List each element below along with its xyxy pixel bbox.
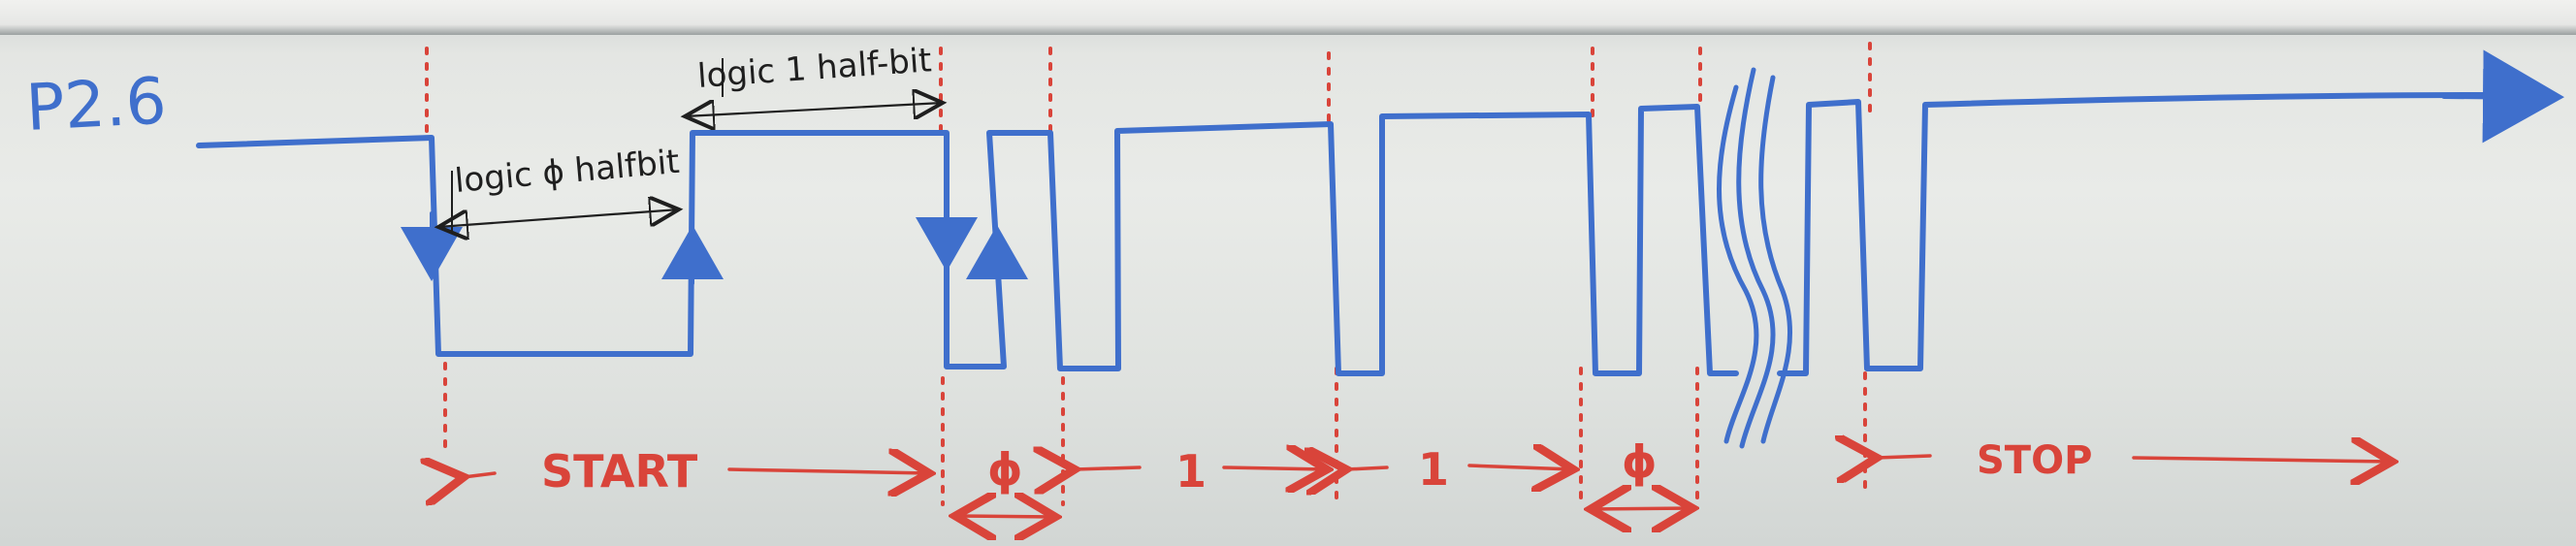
bit-labels	[464, 456, 2392, 517]
bit3-arrow-right	[1467, 466, 1573, 469]
waveform-trace-after-break	[1777, 92, 2496, 376]
logic1-halfbit-arrow	[685, 103, 943, 116]
waveform	[196, 49, 2564, 376]
bit2-arrow-right	[1222, 467, 1327, 469]
logic1-halfbit-label: logic 1 half-bit	[696, 41, 933, 96]
bit2-arrow-left	[1075, 467, 1142, 469]
logic0-halfbit-arrow	[438, 209, 679, 227]
bit4-width-arrow	[1591, 508, 1692, 509]
start-arrow-left	[464, 473, 497, 477]
bit4-label: ϕ	[1622, 435, 1658, 488]
start-label: START	[541, 445, 698, 498]
bit2-label: 1	[1175, 445, 1207, 498]
whiteboard-frame	[0, 0, 2576, 35]
waveform-trace	[196, 104, 1739, 376]
stop-label: STOP	[1977, 438, 2092, 483]
bit-boundary-markers	[425, 42, 1872, 506]
stop-arrow-right	[2132, 458, 2392, 462]
bit-label-text: START ϕ 1 1 ϕ STOP	[541, 435, 2092, 498]
start-arrow-right	[727, 469, 929, 473]
bit3-label: 1	[1418, 443, 1449, 496]
logic0-halfbit-label: logic ϕ halfbit	[453, 143, 681, 201]
signal-label: P2.6	[24, 64, 169, 145]
halfbit-annotations	[438, 58, 943, 233]
bit1-width-arrow	[955, 516, 1055, 517]
bit3-arrow-left	[1346, 467, 1389, 469]
stop-arrow-left	[1877, 456, 1932, 458]
waveform-end-arrow	[2441, 49, 2564, 144]
time-break-symbol	[1717, 67, 1792, 449]
bit1-label: ϕ	[987, 443, 1023, 496]
